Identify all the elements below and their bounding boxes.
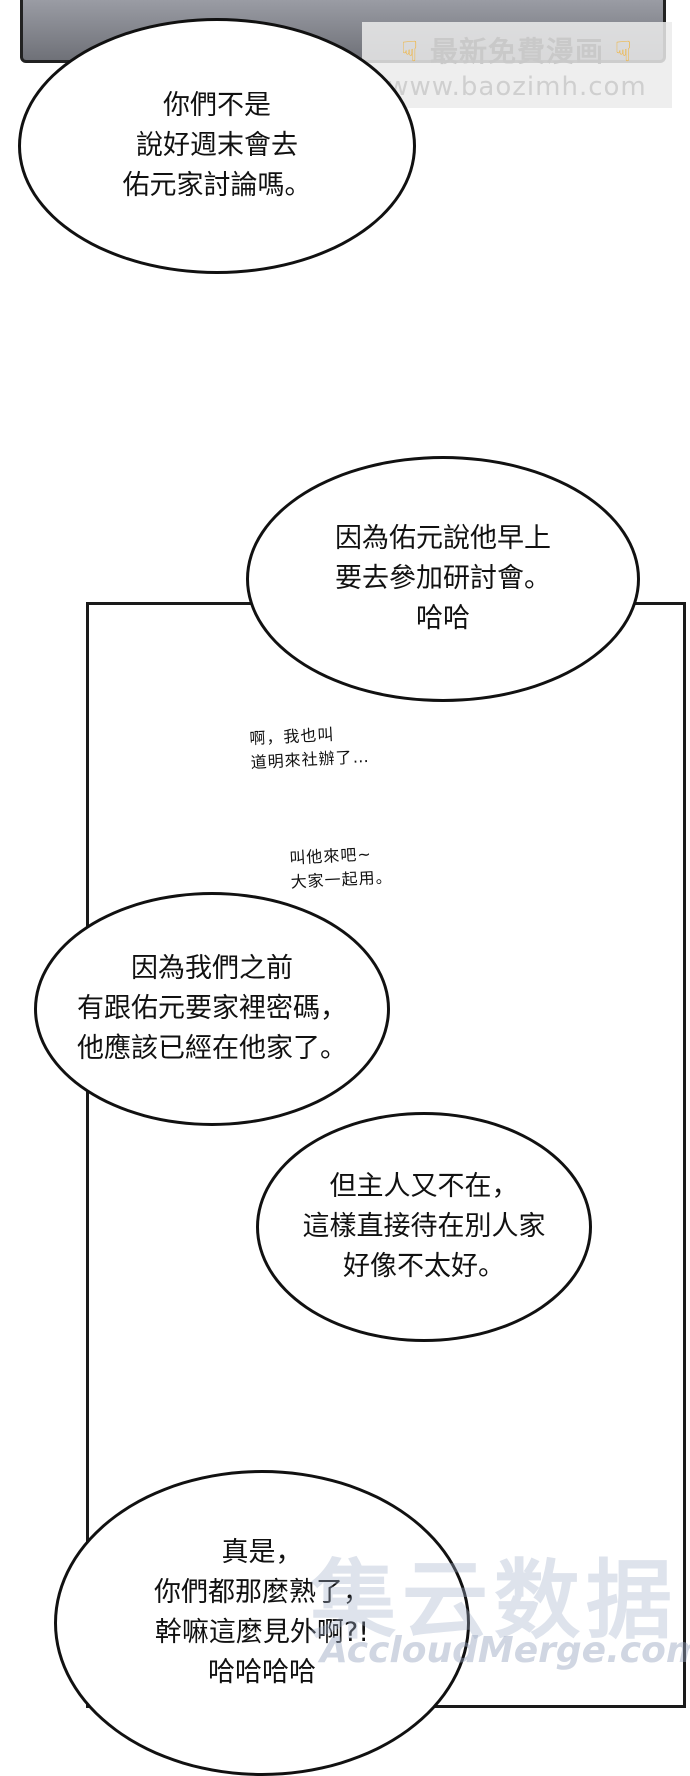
handwritten-sfx-2: 叫他來吧~ 大家一起用。 xyxy=(288,844,394,892)
speech-bubble-1: 你們不是 說好週末會去 佑元家討論嗎。 xyxy=(18,18,416,274)
speech-bubble-2: 因為佑元說他早上 要去參加研討會。 哈哈 xyxy=(246,456,640,702)
speech-bubble-4: 但主人又不在， 這樣直接待在別人家 好像不太好。 xyxy=(256,1112,592,1342)
speech-text: 你們不是 說好週末會去 佑元家討論嗎。 xyxy=(122,90,312,201)
handwritten-sfx-1: 啊，我也叫 道明來社辦了… xyxy=(248,724,371,773)
pointing-hand-icon: ☟ xyxy=(614,35,633,68)
speech-bubble-3: 因為我們之前 有跟佑元要家裡密碼， 他應該已經在他家了。 xyxy=(34,892,390,1126)
speech-bubble-5: 真是， 你們都那麼熟了， 幹嘛這麼見外啊?! 哈哈哈哈 xyxy=(54,1470,470,1776)
watermark-title: 最新免費漫画 xyxy=(429,35,604,68)
speech-text: 因為我們之前 有跟佑元要家裡密碼， 他應該已經在他家了。 xyxy=(77,953,347,1064)
watermark-url: www.baozimh.com xyxy=(387,72,647,102)
speech-text: 但主人又不在， 這樣直接待在別人家 好像不太好。 xyxy=(302,1171,546,1282)
watermark-top: ☟ 最新免費漫画 ☟ www.baozimh.com xyxy=(362,22,672,108)
speech-text: 因為佑元說他早上 要去參加研討會。 哈哈 xyxy=(335,523,551,634)
speech-text: 真是， 你們都那麼熟了， 幹嘛這麼見外啊?! 哈哈哈哈 xyxy=(154,1537,370,1688)
pointing-hand-icon: ☟ xyxy=(401,35,420,68)
